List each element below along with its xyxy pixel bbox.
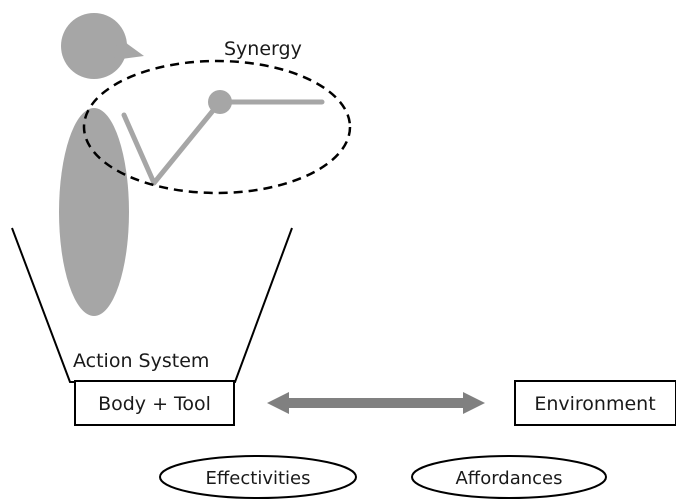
person-hand: [208, 90, 232, 114]
affordances-oval: [411, 455, 607, 499]
person-figure: [59, 13, 325, 316]
environment-box: [514, 380, 676, 426]
person-body: [59, 108, 129, 316]
action-system-label: Action System: [73, 350, 209, 372]
effectivities-oval: [159, 455, 357, 499]
affordances-label: Affordances: [455, 468, 562, 489]
synergy-ellipse: [82, 59, 352, 195]
body-tool-box: [74, 380, 235, 426]
effectivities-label: Effectivities: [206, 468, 311, 489]
body-tool-label: Body + Tool: [98, 393, 211, 415]
synergy-label: Synergy: [224, 38, 302, 60]
person-cap-brim: [114, 37, 144, 60]
environment-label: Environment: [534, 393, 655, 415]
person-arm: [121, 99, 223, 186]
person-head: [61, 13, 127, 79]
